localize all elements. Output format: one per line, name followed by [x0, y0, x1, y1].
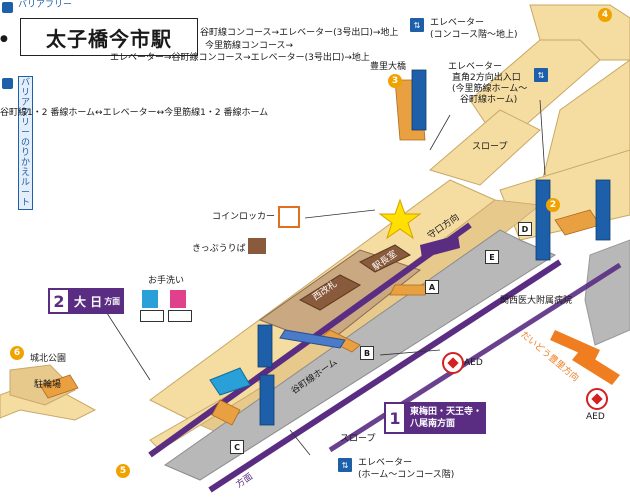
concourse-edge: [199, 199, 542, 441]
toilet-label: お手洗い: [148, 276, 185, 286]
platform-1-number: 1: [384, 402, 406, 434]
slope-top-label: スロープ: [472, 142, 508, 152]
exit-b: B: [360, 346, 374, 360]
legend-route2-line: 谷町線1・2 番線ホーム↔エレベーター↔今里筋線1・2 番線ホーム: [0, 108, 269, 118]
elevator-top-label-1: エレベーター: [430, 18, 485, 28]
elevator-shaft-top: [411, 69, 427, 131]
exit-number-3: 3: [388, 74, 402, 88]
exit-number-5: 5: [116, 464, 130, 478]
kippu-label: きっぷうりば: [192, 244, 246, 254]
elevator-bottom-label-2: (ホーム〜コンコース階): [358, 470, 455, 480]
legend-route1-line1: 谷町線コンコース→エレベーター(3号出口)→地上: [200, 28, 399, 38]
coin-locker-label: コインロッカー: [212, 212, 276, 222]
elevator-right-label-2: 直角2方向出入口: [452, 73, 521, 83]
station-title: 太子橋今市駅: [20, 18, 198, 56]
elevator-icon-right: ⇅: [534, 68, 548, 82]
platform-1-sign: 1 東梅田・天王寺・ 八尾南方面: [384, 402, 487, 434]
platform-2-sign: 2 大 日 方面: [48, 288, 125, 314]
ticket-gate-block: [298, 274, 362, 311]
track-1b: [328, 262, 622, 453]
current-location-star-icon: [378, 198, 422, 240]
wheelchair-icon-2: [2, 78, 13, 89]
arrow-daidou-2: [572, 350, 620, 385]
ticket-machine-icon: [248, 238, 266, 254]
legend-line-1: ●: [0, 34, 8, 44]
elevator-right-label-4: 谷町線ホーム): [460, 95, 518, 105]
arrow-daidou: [550, 330, 600, 360]
legend-route2-label-1: バリアフリー: [21, 78, 31, 138]
elevator-shaft-mid: [257, 324, 273, 368]
legend-route1-line3: エレベーター→谷町線コンコース→エレベーター(3号出口)→地上: [110, 53, 370, 63]
right-platform-area: [584, 239, 630, 346]
stair-c: [211, 399, 241, 426]
exit-number-6: 6: [10, 346, 24, 360]
elevator-shaft-far-right: [595, 179, 611, 241]
legend-route1-line2: 今里筋線コンコース→: [205, 41, 294, 51]
legend-route1-label: バリアフリー: [18, 0, 73, 10]
platform-1-line2: 八尾南方面: [410, 419, 456, 429]
parking-label: 駐輪場: [34, 380, 62, 390]
stair-a: [389, 284, 431, 296]
exit-e: E: [485, 250, 499, 264]
exit-a: A: [425, 280, 439, 294]
womens-toilet-icon: [170, 290, 186, 308]
aed-icon-right: [586, 388, 608, 410]
jyohoku-park-label: 城北公園: [30, 354, 67, 364]
exit-c: C: [230, 440, 244, 454]
stair-left: [39, 374, 79, 399]
arrow-moriguchi: [420, 235, 460, 258]
elevator-top-label-2: (コンコース階〜地上): [430, 30, 518, 40]
elevator-right-label-1: エレベーター: [448, 62, 503, 72]
accessible-toilet-icon-1: [140, 310, 164, 322]
track-1: [208, 259, 562, 493]
aed-label-right: AED: [586, 412, 605, 422]
slope-band: [279, 329, 346, 349]
slope-bottom-label: スロープ: [340, 434, 376, 444]
coin-locker-icon: [278, 206, 300, 228]
aed-label-center: AED: [464, 358, 483, 368]
accessible-toilet-icon-2: [168, 310, 192, 322]
mens-toilet-icon: [142, 290, 158, 308]
station-office-block: [358, 244, 412, 273]
platform-1-line1: 東梅田・天王寺・: [410, 407, 483, 417]
exit-number-4: 4: [598, 8, 612, 22]
platform-2-number: 2: [48, 288, 70, 314]
kansai-hospital-label: 関西医大附属病院: [500, 296, 573, 306]
elevator-bottom-label-1: エレベーター: [358, 458, 413, 468]
elevator-shaft-bottom: [259, 374, 275, 426]
elevator-icon-top: ⇅: [410, 18, 424, 32]
wheelchair-icon: [2, 2, 13, 13]
legend-route2-label-box: バリアフリー のりかえルート: [18, 76, 34, 210]
platform-2-dest: 大 日: [74, 294, 103, 309]
toyosato-label: 豊里大橋: [370, 62, 407, 72]
elevator-right-label-3: (今里筋線ホーム〜: [452, 84, 528, 94]
elevator-icon-bottom: ⇅: [338, 458, 352, 472]
elevator-shaft-right: [535, 179, 551, 261]
platform-2-suffix: 方面: [104, 296, 121, 306]
exit-number-2: 2: [546, 198, 560, 212]
legend-route2-label-2: のりかえルート: [21, 138, 31, 208]
aed-icon-center: [442, 352, 464, 374]
exit-d: D: [518, 222, 532, 236]
toilet-area: [209, 367, 251, 396]
